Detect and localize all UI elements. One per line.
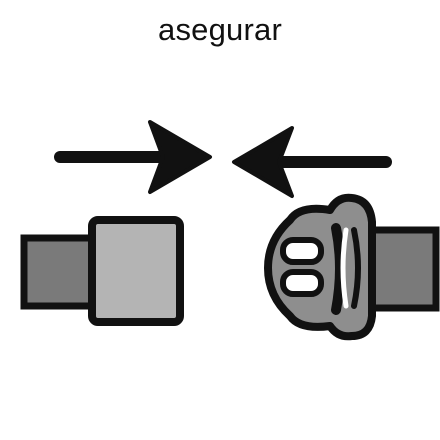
buckle-female-icon [264, 193, 440, 341]
pictogram-title: asegurar [158, 12, 282, 47]
buckle-male-icon [20, 216, 184, 326]
arrow-right-icon [54, 120, 212, 194]
arrow-left-icon [232, 126, 392, 198]
